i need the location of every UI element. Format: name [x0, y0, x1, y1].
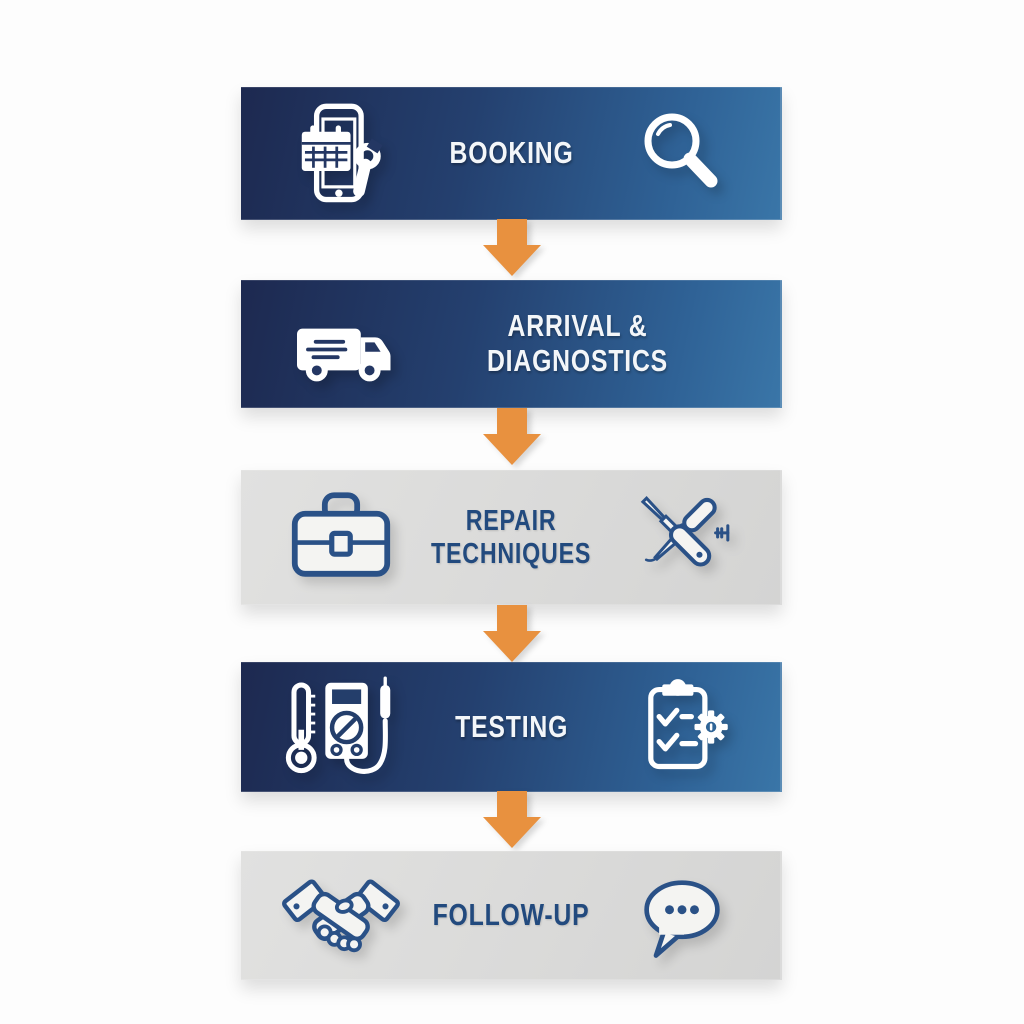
flow-step-booking: BOOKING — [241, 87, 782, 220]
flow-step-arrival-diagnostics: ARRIVAL & DIAGNOSTICS — [241, 280, 782, 408]
down-arrow-connector — [481, 605, 543, 663]
step-title: FOLLOW-UP — [433, 897, 590, 933]
speech-bubble-icon — [616, 864, 748, 968]
down-arrow-connector — [481, 219, 543, 277]
step-title: ARRIVAL & DIAGNOSTICS — [486, 308, 669, 378]
service-van-icon — [275, 300, 407, 388]
handshake-icon — [275, 867, 407, 965]
step-title: REPAIR TECHNIQUES — [431, 505, 592, 570]
flow-step-testing: TESTING — [241, 662, 782, 792]
thermometer-multimeter-icon — [275, 676, 407, 779]
step-title: BOOKING — [449, 135, 574, 171]
checklist-gear-icon — [616, 675, 748, 779]
toolbox-icon — [275, 486, 407, 590]
down-arrow-connector — [481, 408, 543, 466]
magnifier-icon — [616, 104, 748, 204]
flow-step-follow-up: FOLLOW-UP — [241, 851, 782, 980]
down-arrow-connector — [481, 791, 543, 849]
phone-calendar-wrench-icon — [275, 101, 407, 207]
flow-step-repair-techniques: REPAIR TECHNIQUES — [241, 470, 782, 605]
step-title: TESTING — [454, 708, 569, 744]
crossed-tools-icon — [616, 482, 748, 594]
